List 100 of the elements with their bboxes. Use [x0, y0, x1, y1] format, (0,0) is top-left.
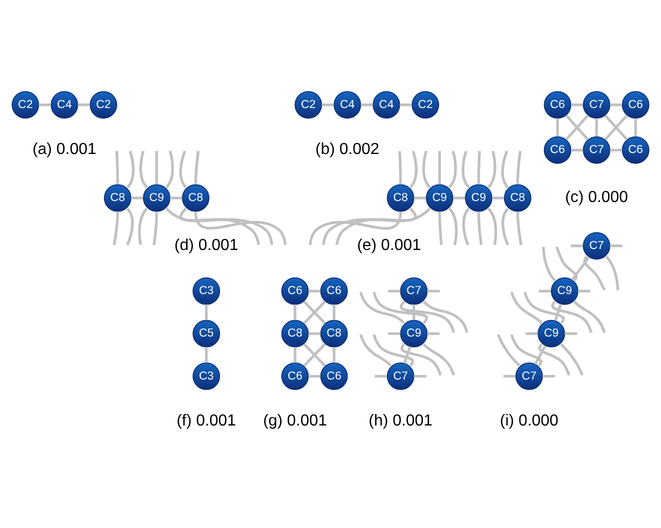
node-circle: C6	[544, 136, 572, 164]
connector	[294, 346, 296, 362]
connector	[372, 334, 414, 366]
node-circle: C4	[334, 90, 362, 118]
connector	[502, 207, 510, 245]
node-circle: C9	[538, 319, 566, 347]
connector	[205, 304, 208, 320]
connector	[570, 244, 583, 247]
connector	[372, 291, 428, 324]
connector	[400, 300, 456, 333]
connector	[555, 246, 578, 281]
connector	[155, 150, 158, 184]
node-circle: C2	[12, 90, 40, 118]
connector	[610, 103, 622, 106]
label: (g) 0.001	[263, 412, 327, 429]
label: (e) 0.001	[357, 236, 421, 254]
connector	[403, 346, 412, 364]
node-circle: C6	[281, 362, 309, 390]
connector	[427, 332, 440, 334]
node-circle: C9	[142, 184, 170, 212]
connector	[194, 211, 287, 245]
node-circle: C6	[281, 276, 309, 304]
connector	[510, 334, 542, 366]
connector	[388, 289, 400, 292]
connector	[332, 346, 336, 362]
connector	[516, 212, 522, 245]
label: (h) 0.001	[368, 412, 432, 429]
connector	[115, 150, 119, 184]
node-circle: C2	[412, 90, 440, 118]
connector	[335, 207, 431, 245]
connector	[487, 150, 496, 188]
connector	[322, 207, 417, 245]
node-circle: C5	[192, 319, 220, 347]
node-circle: C8	[504, 184, 532, 212]
connector	[551, 300, 592, 333]
connector	[453, 196, 466, 199]
connector	[112, 212, 119, 245]
connector	[634, 118, 637, 136]
connector	[583, 255, 606, 290]
label: (a) 0.001	[32, 140, 96, 158]
label: (c) 0.000	[565, 188, 628, 206]
connector	[194, 150, 200, 184]
connector	[294, 304, 296, 320]
node-circle: C9	[464, 184, 492, 212]
connector	[332, 304, 336, 320]
label: (b) 0.002	[315, 140, 380, 158]
connector	[524, 291, 565, 324]
node-circle: C9	[400, 319, 428, 347]
node-circle: C2	[90, 90, 118, 118]
node-circle: C7	[582, 90, 610, 118]
connector	[538, 289, 551, 292]
label: (f) 0.001	[176, 412, 236, 429]
connector	[477, 150, 481, 184]
connector	[360, 103, 373, 106]
node-circle: C6	[320, 362, 348, 390]
connector	[308, 374, 320, 378]
connector	[538, 343, 570, 376]
node-circle: C8	[281, 319, 309, 347]
connector	[308, 332, 320, 334]
connector	[438, 212, 443, 245]
connector	[400, 343, 442, 376]
label: (i) 0.000	[500, 412, 558, 429]
node-circle: C3	[192, 276, 220, 304]
node-circle: C9	[426, 184, 454, 212]
node-circle: C8	[320, 319, 348, 347]
connector	[126, 150, 135, 188]
connector	[38, 103, 51, 106]
connector	[556, 118, 559, 136]
connector	[448, 207, 458, 245]
connector	[398, 150, 402, 184]
connector	[564, 332, 578, 334]
connector	[526, 332, 538, 334]
connector	[308, 211, 402, 245]
connector	[516, 150, 522, 184]
connector	[422, 150, 431, 188]
connector	[388, 332, 400, 334]
connector	[503, 374, 516, 378]
connector	[414, 196, 426, 199]
connector	[422, 300, 468, 333]
node-circle: C8	[182, 184, 210, 212]
connector	[574, 300, 606, 333]
node-circle: C9	[550, 276, 578, 304]
connector	[412, 304, 416, 320]
connector	[542, 246, 556, 281]
connector	[578, 289, 590, 292]
connector	[570, 148, 583, 151]
connector	[126, 207, 134, 245]
connector	[205, 346, 208, 362]
connector	[303, 300, 326, 324]
node-circle: C8	[386, 184, 414, 212]
node-circle: C6	[622, 90, 650, 118]
connector	[179, 150, 187, 188]
connector	[139, 150, 148, 188]
connector	[448, 150, 457, 188]
connector	[322, 103, 334, 106]
connector	[462, 150, 470, 188]
connector	[422, 342, 456, 376]
connector	[409, 150, 418, 188]
connector	[570, 103, 583, 106]
node-circle: C7	[515, 362, 543, 390]
